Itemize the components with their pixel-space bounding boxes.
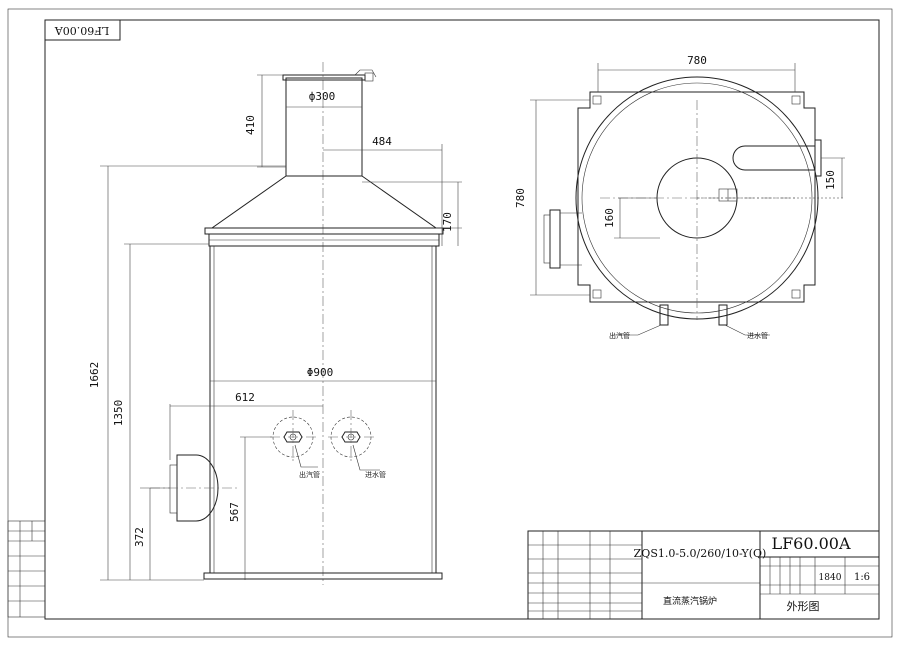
- top-water-nozzle: [718, 304, 728, 326]
- front-steam-pipe-label: 出汽管: [299, 470, 320, 479]
- dim-outlet-diameter: ф300: [309, 90, 336, 103]
- dim-top-height: 780: [514, 188, 527, 208]
- dim-port-height: 567: [228, 502, 241, 522]
- scale-value: 1:6: [854, 572, 870, 583]
- inner-frame: [44, 19, 880, 620]
- equipment-name: 直流蒸汽锅炉: [663, 595, 717, 607]
- left-margin-table: [7, 520, 46, 618]
- dim-cone-height: 170: [441, 212, 454, 232]
- bolt-holes: [592, 95, 801, 299]
- dim-body-height: 1350: [112, 400, 125, 427]
- dim-outlet-height: 410: [244, 115, 257, 135]
- top-hatch: [549, 209, 561, 269]
- dim-top-width: 780: [687, 54, 707, 67]
- mirrored-drawing-number: LF60.00A: [54, 24, 109, 37]
- top-rim: [204, 227, 444, 235]
- blank-mask-large: [511, 408, 833, 520]
- water-inlet-port: [328, 410, 374, 464]
- weight-value: 1840: [819, 573, 842, 583]
- dim-port-offset: 612: [235, 391, 255, 404]
- title-block: ZQS1.0-5.0/260/10-Y(Q) 直流蒸汽锅炉 LF60.00A 1…: [527, 530, 880, 620]
- front-view: 出汽管 进水管 ф300 410 484 170 1662 1350 Φ900: [88, 62, 462, 585]
- blank-mask-small: [684, 366, 764, 400]
- dim-pipe-offset: 150: [824, 170, 837, 190]
- outer-frame: [7, 8, 893, 638]
- front-water-inlet-label: 进水管: [365, 470, 386, 479]
- dim-total-height: 1662: [88, 362, 101, 389]
- view-name: 外形图: [787, 600, 820, 613]
- top-steam-nozzle: [659, 304, 669, 326]
- top-pipe-right: [732, 145, 815, 171]
- model-code: ZQS1.0-5.0/260/10-Y(Q): [634, 547, 767, 560]
- drawing-number: LF60.00A: [771, 534, 851, 553]
- dim-body-diameter: Φ900: [307, 366, 334, 379]
- top-steam-pipe-label: 出汽管: [609, 331, 630, 340]
- dim-inner-diameter: 160: [603, 208, 616, 228]
- dim-cone-radius: 484: [372, 135, 392, 148]
- cone-roof: [210, 175, 438, 229]
- top-view: 出汽管 进水管 780 780 160 150: [514, 54, 845, 340]
- top-water-inlet-label: 进水管: [747, 331, 768, 340]
- mirrored-number-box: LF60.00A: [44, 19, 121, 41]
- steam-pipe-port: [270, 410, 316, 464]
- top-view-base-plate: [577, 91, 816, 303]
- dim-hatch-height: 372: [133, 527, 146, 547]
- base-ring: [203, 572, 443, 580]
